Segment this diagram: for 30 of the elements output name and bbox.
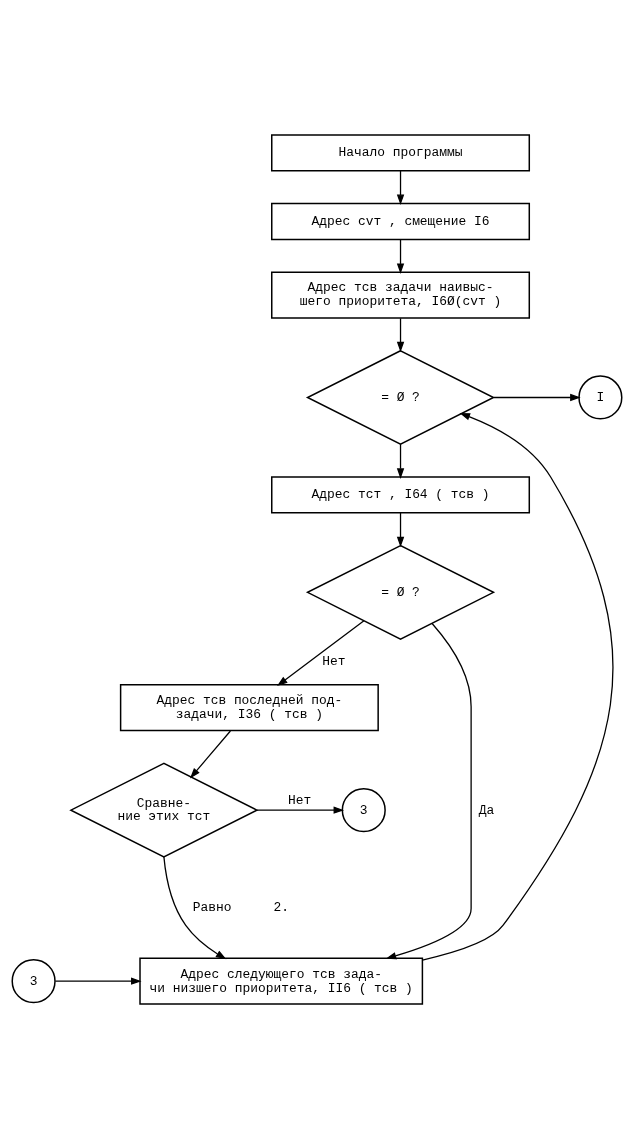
node-box: Адрес cvт , смещение I6	[271, 202, 531, 240]
arrow	[277, 619, 365, 686]
edge-label: Да	[478, 802, 495, 818]
arrow	[54, 976, 142, 985]
arrow	[493, 393, 581, 401]
arrow	[189, 729, 232, 778]
arrow	[421, 412, 614, 961]
node-box: Адрес тсв задачи наивыс- шего приоритета, I6Ø(cvт )	[271, 270, 531, 319]
node-circle: I	[578, 374, 623, 420]
node-diamond: Сравне- ние этих тст	[69, 762, 259, 858]
arrow	[163, 855, 227, 959]
edge-label: Нет	[322, 653, 346, 669]
edge-label: Равно	[192, 899, 232, 915]
arrow	[396, 443, 405, 479]
arrow	[396, 317, 405, 352]
arrow	[396, 169, 405, 205]
node-box: Начало программы	[271, 133, 531, 171]
label: 2.	[273, 899, 289, 915]
node-circle: 3	[341, 787, 386, 832]
node-diamond: = Ø ?	[305, 349, 496, 445]
node-circle: 3	[11, 958, 56, 1003]
node-box: Адрес следующего тсв зада- чи низшего приоритета, II6 ( тсв )	[139, 957, 424, 1005]
arrow	[396, 238, 405, 274]
arrow	[256, 805, 345, 814]
arrow	[396, 511, 405, 547]
node-box: Адрес тсв последней под- задачи, I36 ( тсв )	[119, 683, 379, 731]
arrow	[385, 622, 472, 959]
node-diamond: = Ø ?	[305, 544, 496, 640]
edge-label: Нет	[287, 792, 312, 808]
node-box: Адрес тст , I64 ( тсв )	[271, 475, 531, 514]
